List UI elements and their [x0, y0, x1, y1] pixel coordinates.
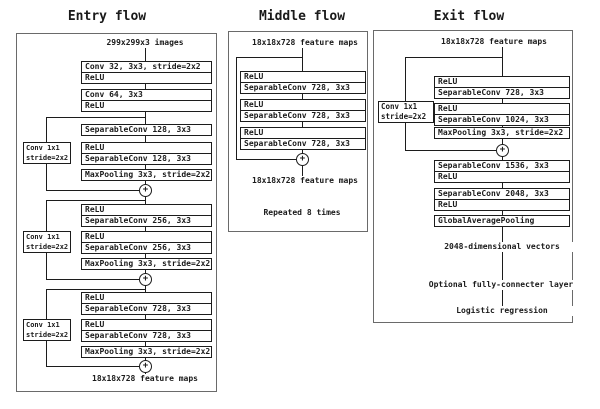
layer-row: SeparableConv 728, 3x3: [435, 87, 569, 98]
entry-conv1x1-skip2-box: Conv 1x1 stride=2x2: [23, 231, 71, 253]
exit-relu-sepconv1024-box: ReLU SeparableConv 1024, 3x3: [434, 103, 570, 126]
entry-flow-title: Entry flow: [67, 9, 147, 24]
layer-row: ReLU: [85, 205, 105, 214]
entry-maxpool3-box: MaxPooling 3x3, stride=2x2: [81, 346, 212, 358]
residual-add-icon: +: [139, 360, 152, 373]
layer-row: ReLU: [85, 143, 105, 152]
middle-skip-vertical-line: [236, 57, 237, 159]
exit-vectors-label: 2048-dimensional vectors: [427, 242, 577, 252]
layer-row: Conv 64, 3x3: [85, 90, 143, 99]
middle-relu-sepconv728-box-1: ReLU SeparableConv 728, 3x3: [240, 71, 366, 94]
layer-row: ReLU: [435, 199, 569, 210]
middle-skip-return-line: [236, 159, 296, 160]
exit-skip-fork-line: [405, 57, 502, 58]
layer-row: SeparableConv 128, 3x3: [82, 153, 211, 164]
layer-row: ReLU: [82, 72, 211, 83]
middle-relu-sepconv728-box-3: ReLU SeparableConv 728, 3x3: [240, 127, 366, 150]
entry-maxpool1-box: MaxPooling 3x3, stride=2x2: [81, 169, 212, 181]
layer-row: SeparableConv 256, 3x3: [82, 242, 211, 253]
layer-row: SeparableConv 728, 3x3: [241, 82, 365, 93]
layer-row: GlobalAveragePooling: [438, 216, 535, 225]
entry-flow-panel: [16, 33, 217, 392]
layer-row: ReLU: [85, 232, 105, 241]
layer-row: SeparableConv 256, 3x3: [82, 215, 211, 226]
layer-row: stride=2x2: [26, 331, 69, 339]
entry-relu-sepconv728-box-a: ReLU SeparableConv 728, 3x3: [81, 292, 212, 315]
layer-row: SeparableConv 2048, 3x3: [438, 189, 549, 198]
middle-input-label: 18x18x728 feature maps: [252, 38, 358, 48]
middle-flow-title: Middle flow: [258, 9, 346, 24]
residual-add-icon: +: [296, 153, 309, 166]
layer-row: ReLU: [85, 320, 105, 329]
layer-row: MaxPooling 3x3, stride=2x2: [85, 170, 211, 179]
exit-fc-label: Optional fully-connecter layer: [416, 280, 586, 290]
exit-skip-return-line: [405, 150, 496, 151]
exit-maxpool-box: MaxPooling 3x3, stride=2x2: [434, 127, 570, 139]
exit-sepconv1536-box: SeparableConv 1536, 3x3 ReLU: [434, 160, 570, 183]
layer-row: ReLU: [244, 128, 264, 137]
layer-row: MaxPooling 3x3, stride=2x2: [438, 128, 564, 137]
layer-row: SeparableConv 1536, 3x3: [438, 161, 549, 170]
layer-row: ReLU: [244, 72, 264, 81]
exit-flow-panel: [373, 30, 573, 323]
entry-conv1x1-skip1-box: Conv 1x1 stride=2x2: [23, 142, 71, 164]
entry-skip3-fork-line: [46, 289, 145, 290]
residual-add-icon: +: [496, 144, 509, 157]
exit-globalavgpool-box: GlobalAveragePooling: [434, 215, 570, 227]
entry-relu-sepconv256-box-b: ReLU SeparableConv 256, 3x3: [81, 231, 212, 254]
middle-repeat-note: Repeated 8 times: [252, 208, 352, 218]
layer-row: Conv 32, 3x3, stride=2x2: [85, 62, 201, 71]
layer-row: MaxPooling 3x3, stride=2x2: [85, 259, 211, 268]
layer-row: stride=2x2: [26, 154, 69, 162]
middle-skip-fork-line: [236, 57, 302, 58]
layer-row: SeparableConv 728, 3x3: [241, 138, 365, 149]
exit-input-label: 18x18x728 feature maps: [438, 37, 550, 47]
layer-row: ReLU: [82, 100, 211, 111]
exit-conv1x1-skip-box: Conv 1x1 stride=2x2: [378, 101, 434, 123]
entry-output-label: 18x18x728 feature maps: [92, 374, 198, 384]
middle-output-label: 18x18x728 feature maps: [252, 176, 358, 186]
layer-row: SeparableConv 1024, 3x3: [435, 114, 569, 125]
entry-relu-sepconv128-box: ReLU SeparableConv 128, 3x3: [81, 142, 212, 165]
entry-conv1x1-skip3-box: Conv 1x1 stride=2x2: [23, 319, 71, 341]
entry-skip3-return-line: [46, 366, 139, 367]
layer-row: SeparableConv 728, 3x3: [241, 110, 365, 121]
layer-row: ReLU: [85, 293, 105, 302]
entry-skip1-fork-line: [46, 117, 145, 118]
entry-skip2-return-line: [46, 279, 139, 280]
entry-maxpool2-box: MaxPooling 3x3, stride=2x2: [81, 258, 212, 270]
layer-row: ReLU: [435, 171, 569, 182]
residual-add-icon: +: [139, 273, 152, 286]
exit-relu-sepconv728-box: ReLU SeparableConv 728, 3x3: [434, 76, 570, 99]
layer-row: Conv 1x1: [26, 233, 60, 241]
layer-row: ReLU: [438, 77, 458, 86]
layer-row: Conv 1x1: [26, 144, 60, 152]
layer-row: Conv 1x1: [26, 321, 60, 329]
entry-skip1-return-line: [46, 190, 139, 191]
layer-row: MaxPooling 3x3, stride=2x2: [85, 347, 211, 356]
middle-flow-panel: [228, 31, 368, 232]
layer-row: stride=2x2: [26, 243, 69, 251]
entry-conv64-box: Conv 64, 3x3 ReLU: [81, 89, 212, 112]
entry-relu-sepconv728-box-b: ReLU SeparableConv 728, 3x3: [81, 319, 212, 342]
layer-row: SeparableConv 128, 3x3: [85, 125, 191, 134]
residual-add-icon: +: [139, 184, 152, 197]
exit-sepconv2048-box: SeparableConv 2048, 3x3 ReLU: [434, 188, 570, 211]
entry-sepconv128-box: SeparableConv 128, 3x3: [81, 124, 212, 136]
layer-row: SeparableConv 728, 3x3: [82, 330, 211, 341]
layer-row: ReLU: [438, 104, 458, 113]
exit-logistic-label: Logistic regression: [427, 306, 577, 316]
entry-skip2-fork-line: [46, 200, 145, 201]
layer-row: stride=2x2: [381, 112, 427, 121]
middle-relu-sepconv728-box-2: ReLU SeparableConv 728, 3x3: [240, 99, 366, 122]
exit-flow-title: Exit flow: [433, 9, 505, 24]
layer-row: Conv 1x1: [381, 102, 418, 111]
entry-conv32-box: Conv 32, 3x3, stride=2x2 ReLU: [81, 61, 212, 84]
entry-input-label: 299x299x3 images: [95, 38, 195, 48]
layer-row: SeparableConv 728, 3x3: [82, 303, 211, 314]
entry-relu-sepconv256-box-a: ReLU SeparableConv 256, 3x3: [81, 204, 212, 227]
layer-row: ReLU: [244, 100, 264, 109]
